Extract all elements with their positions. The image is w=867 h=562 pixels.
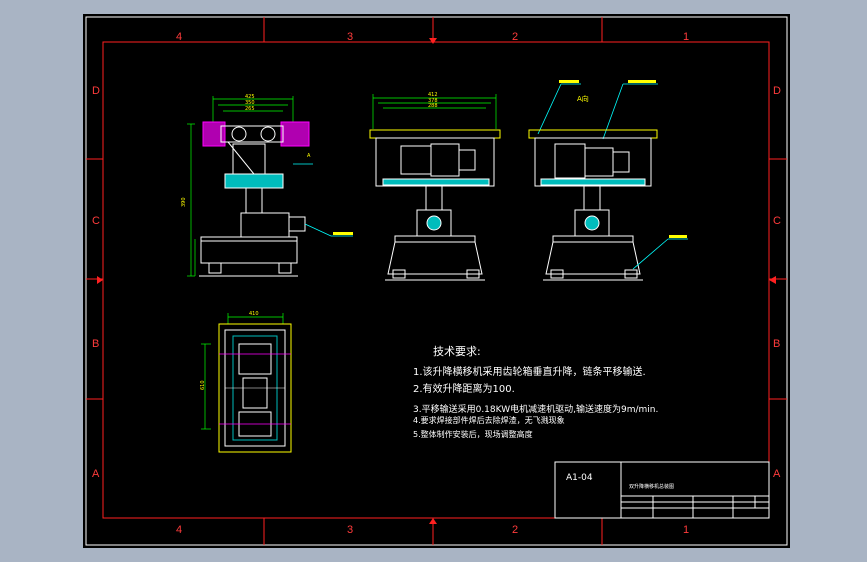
a-view-leader-left xyxy=(537,83,562,135)
tech-note-2: 2.有效升降距离为100. xyxy=(413,382,515,395)
a-column xyxy=(583,185,601,211)
a-top-rail xyxy=(528,129,658,139)
side-column xyxy=(425,185,443,211)
tech-note-4: 4.要求焊接部件焊后去除焊渣，无飞溅现象 xyxy=(413,415,565,425)
zone-bottom-2: 2 xyxy=(512,524,518,536)
zone-bottom-3: 3 xyxy=(347,524,353,536)
zone-right-d: D xyxy=(773,85,781,97)
plan-dim-height: 610 xyxy=(200,380,206,390)
front-dim-low: 265 xyxy=(245,106,255,112)
a-view-leader-right xyxy=(602,83,624,140)
drawing-canvas: 4 3 2 1 4 3 2 1 D C B A A B C D 425 350 … xyxy=(85,16,788,546)
zone-right-b: B xyxy=(773,338,780,350)
plan-gearbox xyxy=(242,377,268,409)
front-view: 425 350 265 390 A xyxy=(181,94,353,277)
zone-right-a: A xyxy=(773,468,781,480)
side-dim-top: 412 xyxy=(428,92,438,98)
center-mark-right xyxy=(769,276,776,284)
front-sprocket-left xyxy=(202,121,226,147)
front-lift-frame xyxy=(224,173,284,189)
side-view: 412 378 288 xyxy=(369,92,501,281)
zone-bottom-4: 4 xyxy=(176,524,182,536)
zone-bottom-1: 1 xyxy=(683,524,689,536)
front-leader xyxy=(304,223,332,237)
zone-top-3: 3 xyxy=(347,31,353,43)
center-mark-bottom xyxy=(429,518,437,524)
tech-note-5: 5.整体制作安装后，现场调整高度 xyxy=(413,429,533,439)
drawing-sheet: 4 3 2 1 4 3 2 1 D C B A A B C D 425 350 … xyxy=(83,14,790,548)
plan-view: 410 610 xyxy=(200,311,292,453)
title-block: A1-04 双升降横移机总装图 xyxy=(554,461,770,519)
zone-top-4: 4 xyxy=(176,31,182,43)
drawing-number: A1-04 xyxy=(566,473,593,483)
zone-top-1: 1 xyxy=(683,31,689,43)
tech-note-3: 3.平移输送采用0.18KW电机减速机驱动,输送速度为9m/min. xyxy=(413,403,658,415)
front-base xyxy=(200,240,298,264)
side-top-rail xyxy=(369,129,501,139)
a-base-leader xyxy=(632,238,669,270)
zone-left-b: B xyxy=(92,338,99,350)
front-crossbeam xyxy=(220,125,284,143)
front-sprocket-right xyxy=(280,121,310,147)
zone-top-2: 2 xyxy=(512,31,518,43)
front-gearbox xyxy=(240,212,290,238)
center-mark-left xyxy=(97,276,103,284)
tech-note-1: 1.该升降横移机采用齿轮箱垂直升降，链条平移输送. xyxy=(413,365,646,378)
front-dim-vertical: 390 xyxy=(181,197,187,207)
a-base xyxy=(545,241,641,275)
front-dim-top: 425 xyxy=(245,94,255,100)
tech-requirements: 技术要求: 1.该升降横移机采用齿轮箱垂直升降，链条平移输送. 2.有效升降距离… xyxy=(413,345,658,439)
zone-left-d: D xyxy=(92,85,100,97)
plan-outline xyxy=(218,323,292,453)
side-motor xyxy=(430,143,460,177)
plan-dim-width: 410 xyxy=(249,311,259,317)
center-mark-top xyxy=(429,38,437,44)
tech-title: 技术要求: xyxy=(433,345,481,358)
side-base xyxy=(387,241,483,275)
front-column xyxy=(245,187,263,214)
outer-frame xyxy=(85,16,788,546)
zone-left-a: A xyxy=(92,468,100,480)
a-motor xyxy=(554,143,586,179)
zone-left-c: C xyxy=(92,215,100,227)
zone-right-c: C xyxy=(773,215,781,227)
side-dim-mid: 378 xyxy=(428,98,438,104)
front-view-label: A xyxy=(307,153,311,159)
a-view-label: A向 xyxy=(577,94,589,103)
side-dim-low: 288 xyxy=(428,103,438,109)
a-direction-view: A向 xyxy=(528,80,688,281)
drawing-title: 双升降横移机总装图 xyxy=(629,483,674,490)
front-dim-mid: 350 xyxy=(245,100,255,106)
